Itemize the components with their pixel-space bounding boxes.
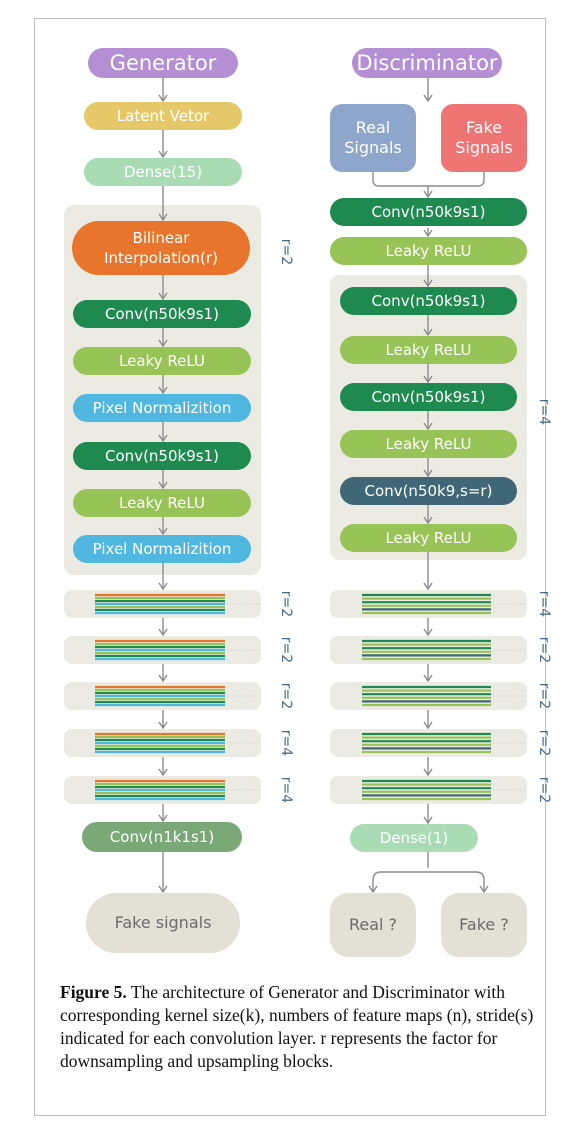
generator-dense-node: Dense(15)	[84, 158, 242, 186]
arrow-head	[158, 94, 168, 103]
bilinear-interpolation-line1: Bilinear	[132, 229, 190, 247]
arrow-head	[423, 190, 433, 199]
generator-stack-r-label-2: r=2	[278, 636, 294, 664]
figure-caption: Figure 5. The architecture of Generator …	[60, 981, 538, 1073]
arrow-head	[158, 527, 168, 536]
discriminator-relu-node-2: Leaky ReLU	[340, 430, 517, 458]
fake-output: Fake ?	[441, 893, 527, 957]
discriminator-relu-node-1: Leaky ReLU	[340, 336, 517, 364]
arrow-head	[423, 816, 433, 825]
real-output: Real ?	[330, 893, 416, 957]
arrow-head	[423, 279, 433, 288]
discriminator-dense-node: Dense(1)	[350, 824, 478, 852]
arrow-head	[158, 434, 168, 443]
generator-stack-r-label-4: r=4	[278, 729, 294, 757]
discriminator-conv-node-2: Conv(n50k9s1)	[340, 383, 517, 411]
arrow-head	[158, 721, 168, 730]
arrow-head	[158, 768, 168, 777]
arrow-head	[368, 885, 378, 894]
caption-label: Figure 5.	[60, 982, 127, 1002]
arrow-head	[423, 628, 433, 637]
merge-connector	[372, 172, 485, 187]
discriminator-conv-node-3: Conv(n50k9,s=r)	[340, 477, 517, 505]
generator-stack-r-label-1: r=2	[278, 590, 294, 618]
generator-conv-node-2: Conv(n50k9s1)	[73, 442, 251, 470]
fake-signals-output: Fake signals	[86, 893, 240, 953]
arrow-head	[158, 292, 168, 301]
generator-conv-node-1: Conv(n50k9s1)	[73, 300, 251, 328]
fake-signals-line1: Fake	[465, 118, 503, 137]
fake-signals-line2: Signals	[455, 138, 513, 157]
arrow-head	[423, 375, 433, 384]
bilinear-interpolation-node: Bilinear Interpolation(r)	[72, 221, 250, 275]
arrow-head	[423, 721, 433, 730]
fake-signals-input: Fake Signals	[441, 104, 527, 172]
real-signals-line1: Real	[355, 118, 391, 137]
generator-stack-r-label-5: r=4	[278, 776, 294, 804]
discriminator-title: Discriminator	[352, 48, 502, 78]
real-signals-input: Real Signals	[330, 104, 416, 172]
discriminator-relu-node-3: Leaky ReLU	[340, 524, 517, 552]
arrow-head	[158, 814, 168, 823]
arrow-head	[423, 229, 433, 238]
discriminator-block-r-label: r=4	[536, 398, 552, 426]
generator-relu-node-1: Leaky ReLU	[73, 347, 251, 375]
generator-block-r-label: r=2	[278, 238, 294, 266]
generator-relu-node-2: Leaky ReLU	[73, 489, 251, 517]
real-signals-line2: Signals	[344, 138, 402, 157]
generator-final-conv-node: Conv(n1k1s1)	[82, 822, 242, 852]
arrow-head	[158, 386, 168, 395]
arrow-head	[423, 94, 433, 103]
arrow-head	[158, 628, 168, 637]
split-connector	[372, 852, 485, 892]
arrow-head	[158, 213, 168, 222]
arrow-head	[423, 469, 433, 478]
discriminator-stack-r-label-1: r=4	[536, 590, 552, 618]
generator-norm-node-1: Pixel Normalizition	[73, 394, 251, 422]
arrow-head	[158, 582, 168, 591]
generator-stack-r-label-3: r=2	[278, 682, 294, 710]
arrow-head	[158, 885, 168, 894]
arrow-head	[423, 768, 433, 777]
discriminator-relu-top: Leaky ReLU	[330, 237, 527, 265]
discriminator-stack-r-label-2: r=2	[536, 636, 552, 664]
discriminator-stack-r-label-5: r=2	[536, 776, 552, 804]
generator-norm-node-2: Pixel Normalizition	[73, 535, 251, 563]
arrow-head	[423, 582, 433, 591]
arrow-head	[158, 150, 168, 159]
arrow-head	[423, 516, 433, 525]
discriminator-conv-node-1: Conv(n50k9s1)	[340, 287, 517, 315]
arrow-head	[158, 339, 168, 348]
discriminator-stack-r-label-4: r=2	[536, 729, 552, 757]
latent-vector-node: Latent Vetor	[84, 102, 242, 130]
bilinear-interpolation-line2: Interpolation(r)	[104, 249, 218, 267]
arrow-head	[423, 674, 433, 683]
arrow-head	[158, 481, 168, 490]
arrow-head	[423, 422, 433, 431]
discriminator-conv-top: Conv(n50k9s1)	[330, 198, 527, 226]
discriminator-stack-r-label-3: r=2	[536, 682, 552, 710]
generator-title: Generator	[88, 48, 238, 78]
arrow-head	[423, 328, 433, 337]
arrow-head	[479, 885, 489, 894]
caption-text: The architecture of Generator and Discri…	[60, 982, 534, 1071]
arrow-head	[158, 674, 168, 683]
